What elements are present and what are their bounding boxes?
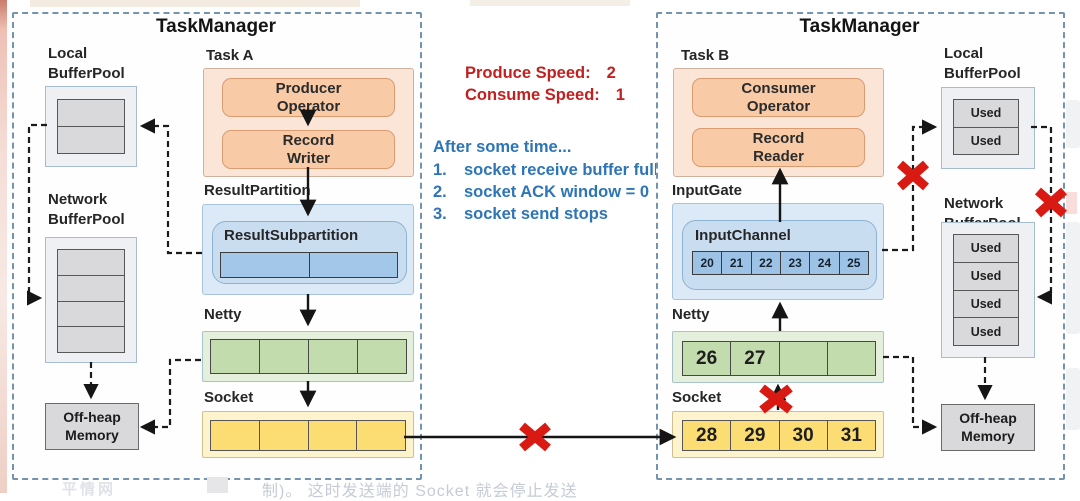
buffer-cell — [211, 421, 259, 450]
right-local-bufferpool-label: Local BufferPool — [944, 45, 1021, 82]
buffer-cell — [357, 340, 406, 373]
left-local-bufferpool-cells — [57, 99, 125, 154]
buffer-cell — [211, 340, 259, 373]
left-socket-label: Socket — [204, 389, 254, 406]
produce-speed-label: Produce Speed: — [465, 64, 591, 82]
buffer-cell: 21 — [721, 252, 750, 274]
producer-operator-box: Producer Operator — [222, 78, 395, 117]
buffer-cell-used: Used — [954, 289, 1018, 318]
produce-speed-row: Produce Speed: 2 — [465, 64, 616, 83]
buffer-cell — [58, 326, 124, 352]
buffer-cell-used: Used — [954, 317, 1018, 345]
consume-speed-value: 1 — [615, 86, 625, 104]
produce-speed-value: 2 — [606, 64, 616, 82]
left-taskmanager-title: TaskManager — [155, 16, 277, 37]
buffer-cell — [308, 253, 398, 277]
buffer-cell: 27 — [730, 342, 778, 375]
buffer-cell-used: Used — [970, 106, 1002, 121]
left-network-bufferpool-cells — [57, 249, 125, 353]
task-a-label: Task A — [206, 47, 254, 64]
left-netty-label: Netty — [204, 306, 242, 323]
note-item-text: socket receive buffer full — [464, 161, 659, 179]
buffer-cell-used: Used — [954, 261, 1018, 290]
left-edge-strip — [0, 0, 7, 493]
after-some-time-label: After some time... — [433, 138, 572, 156]
caption-text: 制)。 这时发送端的 Socket 就会停止发送 — [262, 483, 578, 500]
right-edge-artifact — [1066, 192, 1077, 214]
input-channel-cells: 20 21 22 23 24 25 — [692, 251, 869, 275]
caption-highlight-block — [207, 477, 228, 493]
right-taskmanager-title: TaskManager — [799, 16, 920, 37]
buffer-cell — [58, 126, 124, 153]
buffer-cell: 30 — [778, 421, 827, 450]
buffer-cell: 26 — [696, 347, 718, 369]
note-item-text: socket ACK window = 0 — [464, 183, 650, 201]
buffer-cell — [307, 421, 357, 450]
right-edge-artifact — [1066, 100, 1080, 148]
result-subpartition-cells — [220, 252, 398, 278]
result-subpartition-label: ResultSubpartition — [224, 227, 359, 244]
right-edge-artifact — [1066, 368, 1080, 430]
buffer-cell: 25 — [838, 252, 868, 274]
input-gate-label: InputGate — [672, 182, 742, 199]
blocked-x-icon — [519, 422, 551, 452]
task-b-label: Task B — [681, 47, 730, 64]
right-local-bufferpool-cells: Used Used — [953, 99, 1019, 155]
buffer-cell — [826, 342, 875, 375]
buffer-cell — [58, 300, 124, 327]
right-offheap-memory-box: Off-heap Memory — [941, 404, 1035, 451]
right-netty-label: Netty — [672, 306, 710, 323]
note-item-number: 2. — [433, 183, 447, 201]
buffer-cell — [58, 250, 124, 275]
record-reader-box: Record Reader — [692, 128, 865, 167]
note-item-text: socket send stops — [464, 205, 608, 223]
buffer-cell: 31 — [826, 421, 875, 450]
buffer-cell — [58, 274, 124, 301]
buffer-cell — [259, 340, 308, 373]
buffer-cell: 20 — [700, 256, 714, 270]
right-socket-label: Socket — [672, 389, 722, 406]
left-local-bufferpool-label: Local BufferPool — [48, 45, 125, 82]
buffer-cell: 22 — [750, 252, 780, 274]
right-netty-cells: 26 27 — [682, 341, 876, 376]
buffer-cell-used: Used — [954, 126, 1018, 155]
right-network-bufferpool-cells: Used Used Used Used — [953, 234, 1019, 346]
right-socket-cells: 28 29 30 31 — [682, 420, 876, 451]
right-edge-artifact — [1066, 222, 1080, 334]
consumer-operator-box: Consumer Operator — [692, 78, 865, 117]
left-socket-cells — [210, 420, 406, 451]
consume-speed-row: Consume Speed: 1 — [465, 86, 625, 105]
buffer-cell-used: Used — [970, 241, 1002, 256]
buffer-cell: 28 — [696, 424, 718, 446]
buffer-cell: 29 — [730, 421, 778, 450]
top-smudge-2 — [470, 0, 630, 6]
note-item-number: 1. — [433, 161, 447, 179]
buffer-cell: 24 — [809, 252, 838, 274]
buffer-cell — [258, 421, 308, 450]
input-channel-label: InputChannel — [695, 227, 791, 244]
buffer-cell — [221, 253, 309, 277]
watermark-text: 平情网 — [62, 481, 117, 498]
buffer-cell — [356, 421, 405, 450]
buffer-cell — [308, 340, 357, 373]
consume-speed-label: Consume Speed: — [465, 86, 600, 104]
record-writer-box: Record Writer — [222, 130, 395, 169]
left-offheap-memory-box: Off-heap Memory — [45, 403, 139, 450]
buffer-cell: 23 — [779, 252, 809, 274]
result-partition-label: ResultPartition — [204, 182, 311, 199]
left-netty-cells — [210, 339, 407, 374]
buffer-cell — [778, 342, 827, 375]
top-smudge — [30, 0, 360, 7]
note-item-number: 3. — [433, 205, 447, 223]
buffer-cell — [58, 100, 124, 126]
left-network-bufferpool-label: Network BufferPool — [48, 191, 125, 228]
